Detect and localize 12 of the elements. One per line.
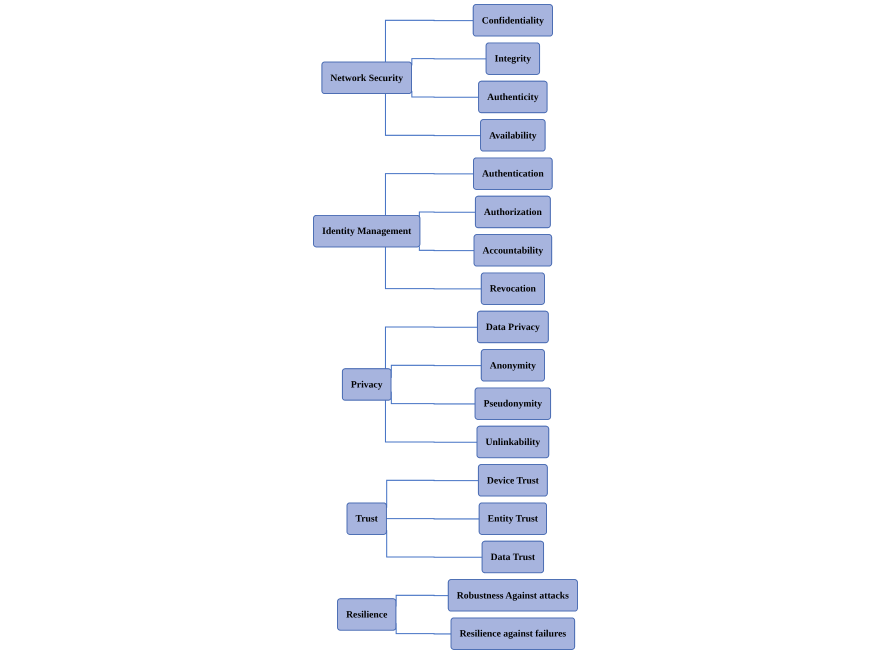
connector — [384, 400, 478, 443]
connector — [411, 90, 479, 98]
connector — [384, 94, 481, 136]
connector — [418, 211, 476, 217]
connector — [386, 518, 480, 520]
connector — [418, 246, 474, 252]
connector — [411, 58, 486, 66]
connector — [384, 20, 474, 62]
connector — [384, 173, 474, 216]
hierarchy-diagram: Network Security Confidentiality Integrity Authenticity Availability Identity Management Authentication Authorization Accountability Revocation Privacy Data Privacy Anonymity Pseudonymity Unlinkability Trust Device Trust Entity Trust Data Trust Resilience Robustness Against attacks Resilience against failures — [309, 0, 582, 654]
connector — [384, 247, 482, 290]
connector — [384, 326, 478, 370]
